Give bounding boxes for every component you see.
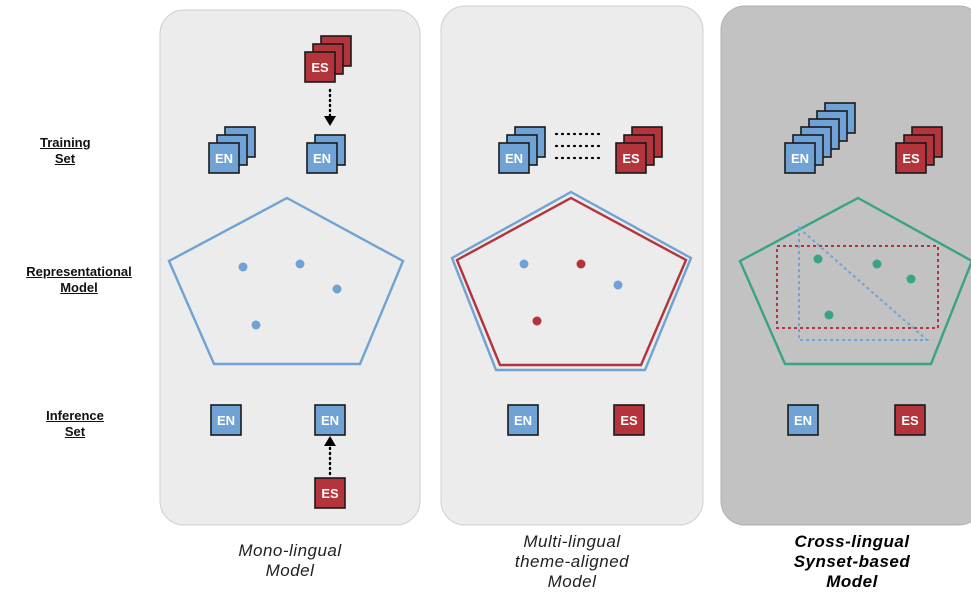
doc-label-en: EN [505, 151, 523, 166]
cross-inference-es-doc: ES [894, 404, 926, 436]
row-label-representational: Representational Model [4, 264, 154, 296]
caption-mono-line1: Mono-lingual [238, 541, 342, 560]
cross-training-es-stack: ES [895, 126, 943, 174]
cross-model-point [824, 310, 834, 320]
caption-cross: Cross-lingual Synset-based Model [757, 532, 947, 592]
mono-arrowhead-up [324, 436, 336, 446]
mono-model-point [332, 284, 342, 294]
doc-label-es: ES [902, 151, 920, 166]
mono-training-en-stack: EN [208, 126, 256, 174]
caption-cross-line2: Synset-based [793, 552, 911, 571]
doc-label-en: EN [217, 413, 235, 428]
row-label-representational-line2: Model [60, 280, 98, 295]
caption-multi-line1: Multi-lingual [523, 532, 621, 551]
caption-mono-line2: Model [265, 561, 315, 580]
caption-mono: Mono-lingual Model [195, 541, 385, 581]
mono-model-point [238, 262, 248, 272]
cross-model-es-region [776, 245, 939, 329]
doc-label-es: ES [622, 151, 640, 166]
caption-multi: Multi-lingual theme-aligned Model [477, 532, 667, 592]
row-label-inference-line2: Set [64, 424, 86, 439]
cross-model-point [813, 254, 823, 264]
doc-label-en: EN [791, 151, 809, 166]
panel-multi [440, 5, 704, 526]
cross-model-pentagon-synset [738, 196, 971, 366]
caption-cross-line1: Cross-lingual [794, 532, 910, 551]
mono-model-point [295, 259, 305, 269]
caption-cross-line3: Model [826, 572, 878, 591]
mono-training-es-source-stack: ES [304, 35, 352, 83]
doc-label-es: ES [311, 60, 329, 75]
doc-label-en: EN [514, 413, 532, 428]
row-label-training: Training Set [40, 135, 91, 167]
multi-model-pentagon-en [450, 190, 693, 372]
multi-training-es-stack: ES [615, 126, 663, 174]
doc-label-en: EN [313, 151, 331, 166]
panel-cross [720, 5, 971, 526]
multi-inference-es-doc: ES [613, 404, 645, 436]
mono-training-en-translated-stack: EN [306, 134, 346, 174]
multi-inference-en-doc: EN [507, 404, 539, 436]
multi-model-point-en [519, 259, 529, 269]
mono-inference-en-translated-doc: EN [314, 404, 346, 436]
cross-model-en-region [798, 225, 930, 341]
mono-inference-en-doc: EN [210, 404, 242, 436]
mono-inference-es-source-doc: ES [314, 477, 346, 509]
doc-label-es: ES [901, 413, 919, 428]
mono-model-pentagon [167, 196, 405, 366]
doc-label-en: EN [321, 413, 339, 428]
row-label-inference: Inference Set [40, 408, 110, 440]
caption-multi-line2: theme-aligned [514, 552, 630, 571]
multi-model-point-en [613, 280, 623, 290]
doc-label-en: EN [215, 151, 233, 166]
cross-model-point [872, 259, 882, 269]
doc-label-es: ES [620, 413, 638, 428]
cross-inference-en-doc: EN [787, 404, 819, 436]
cross-training-en-stack: EN [784, 102, 856, 174]
multi-training-en-stack: EN [498, 126, 546, 174]
row-label-training-line1: Training [40, 135, 91, 150]
row-label-representational-line1: Representational [26, 264, 132, 279]
mono-model-point [251, 320, 261, 330]
row-label-inference-line1: Inference [46, 408, 104, 423]
panel-mono [159, 9, 421, 526]
doc-label-es: ES [321, 486, 339, 501]
cross-model-point [906, 274, 916, 284]
multi-model-pentagon-es [455, 196, 688, 367]
doc-label-en: EN [794, 413, 812, 428]
mono-arrowhead-down [324, 116, 336, 126]
row-label-training-line2: Set [54, 151, 76, 166]
caption-multi-line3: Model [547, 572, 597, 591]
multi-model-point-es [576, 259, 586, 269]
multi-model-point-es [532, 316, 542, 326]
